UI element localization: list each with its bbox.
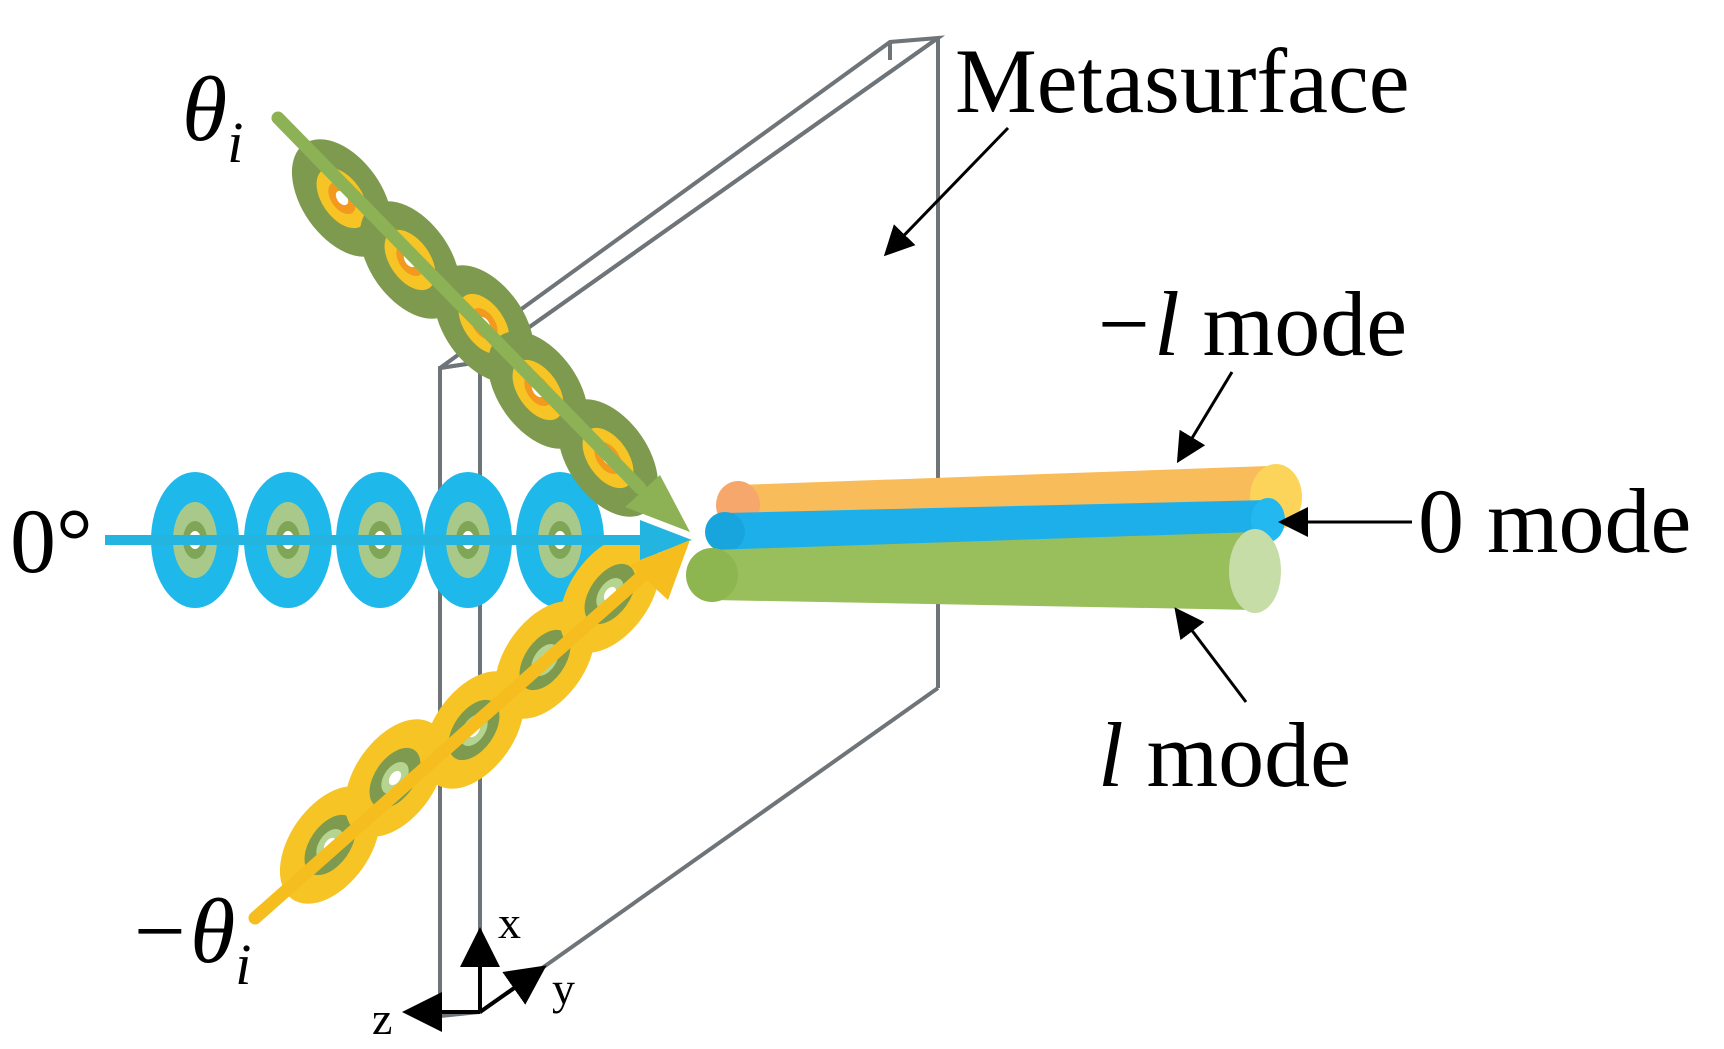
metasurface-label: Metasurface — [955, 30, 1410, 132]
neg-theta-i-label: −θi — [128, 880, 251, 997]
axis-y-label: y — [552, 963, 575, 1014]
yellow-beam-arrow-head — [630, 540, 690, 600]
pointer-arrows — [883, 126, 1412, 703]
yellow-lobe — [344, 719, 446, 837]
zero-mode-label: 0 mode — [1418, 470, 1691, 572]
l-mode-word: mode — [1124, 704, 1351, 806]
theta-i-label: θi — [182, 58, 243, 175]
green-beam-arrow-shaft — [271, 111, 647, 495]
y-axis-arrow — [478, 965, 547, 1014]
slab-bottom-edge — [478, 686, 940, 1014]
axis-indicator — [402, 927, 547, 1032]
neg-l-mode-pointer — [1176, 371, 1234, 464]
neg-l-symbol: −l — [1092, 273, 1180, 375]
l-mode-cylinder — [686, 529, 1281, 613]
neg-theta-subscript: i — [235, 932, 251, 997]
green-beam-arrow-head — [625, 475, 690, 532]
l-symbol: l — [1098, 704, 1124, 806]
incident-beams — [105, 111, 692, 925]
axis-z-label: z — [372, 993, 392, 1044]
l-mode-pointer — [1174, 607, 1248, 703]
l-mode-label: l mode — [1098, 704, 1351, 806]
neg-theta-symbol: −θ — [128, 880, 235, 982]
metasurface-pointer — [883, 126, 1010, 257]
yellow-beam-arrow-shaft — [248, 571, 647, 925]
blue-beam-arrow-head — [640, 520, 692, 560]
theta-symbol: θ — [182, 58, 227, 160]
output-modes — [686, 464, 1302, 613]
neg-l-mode-word: mode — [1180, 273, 1407, 375]
zero-degree-label: 0° — [10, 490, 93, 592]
slab-back-top-edge — [478, 36, 940, 364]
axis-x-label: x — [498, 897, 521, 948]
theta-subscript: i — [227, 110, 243, 175]
neg-l-mode-label: −l mode — [1092, 273, 1407, 375]
